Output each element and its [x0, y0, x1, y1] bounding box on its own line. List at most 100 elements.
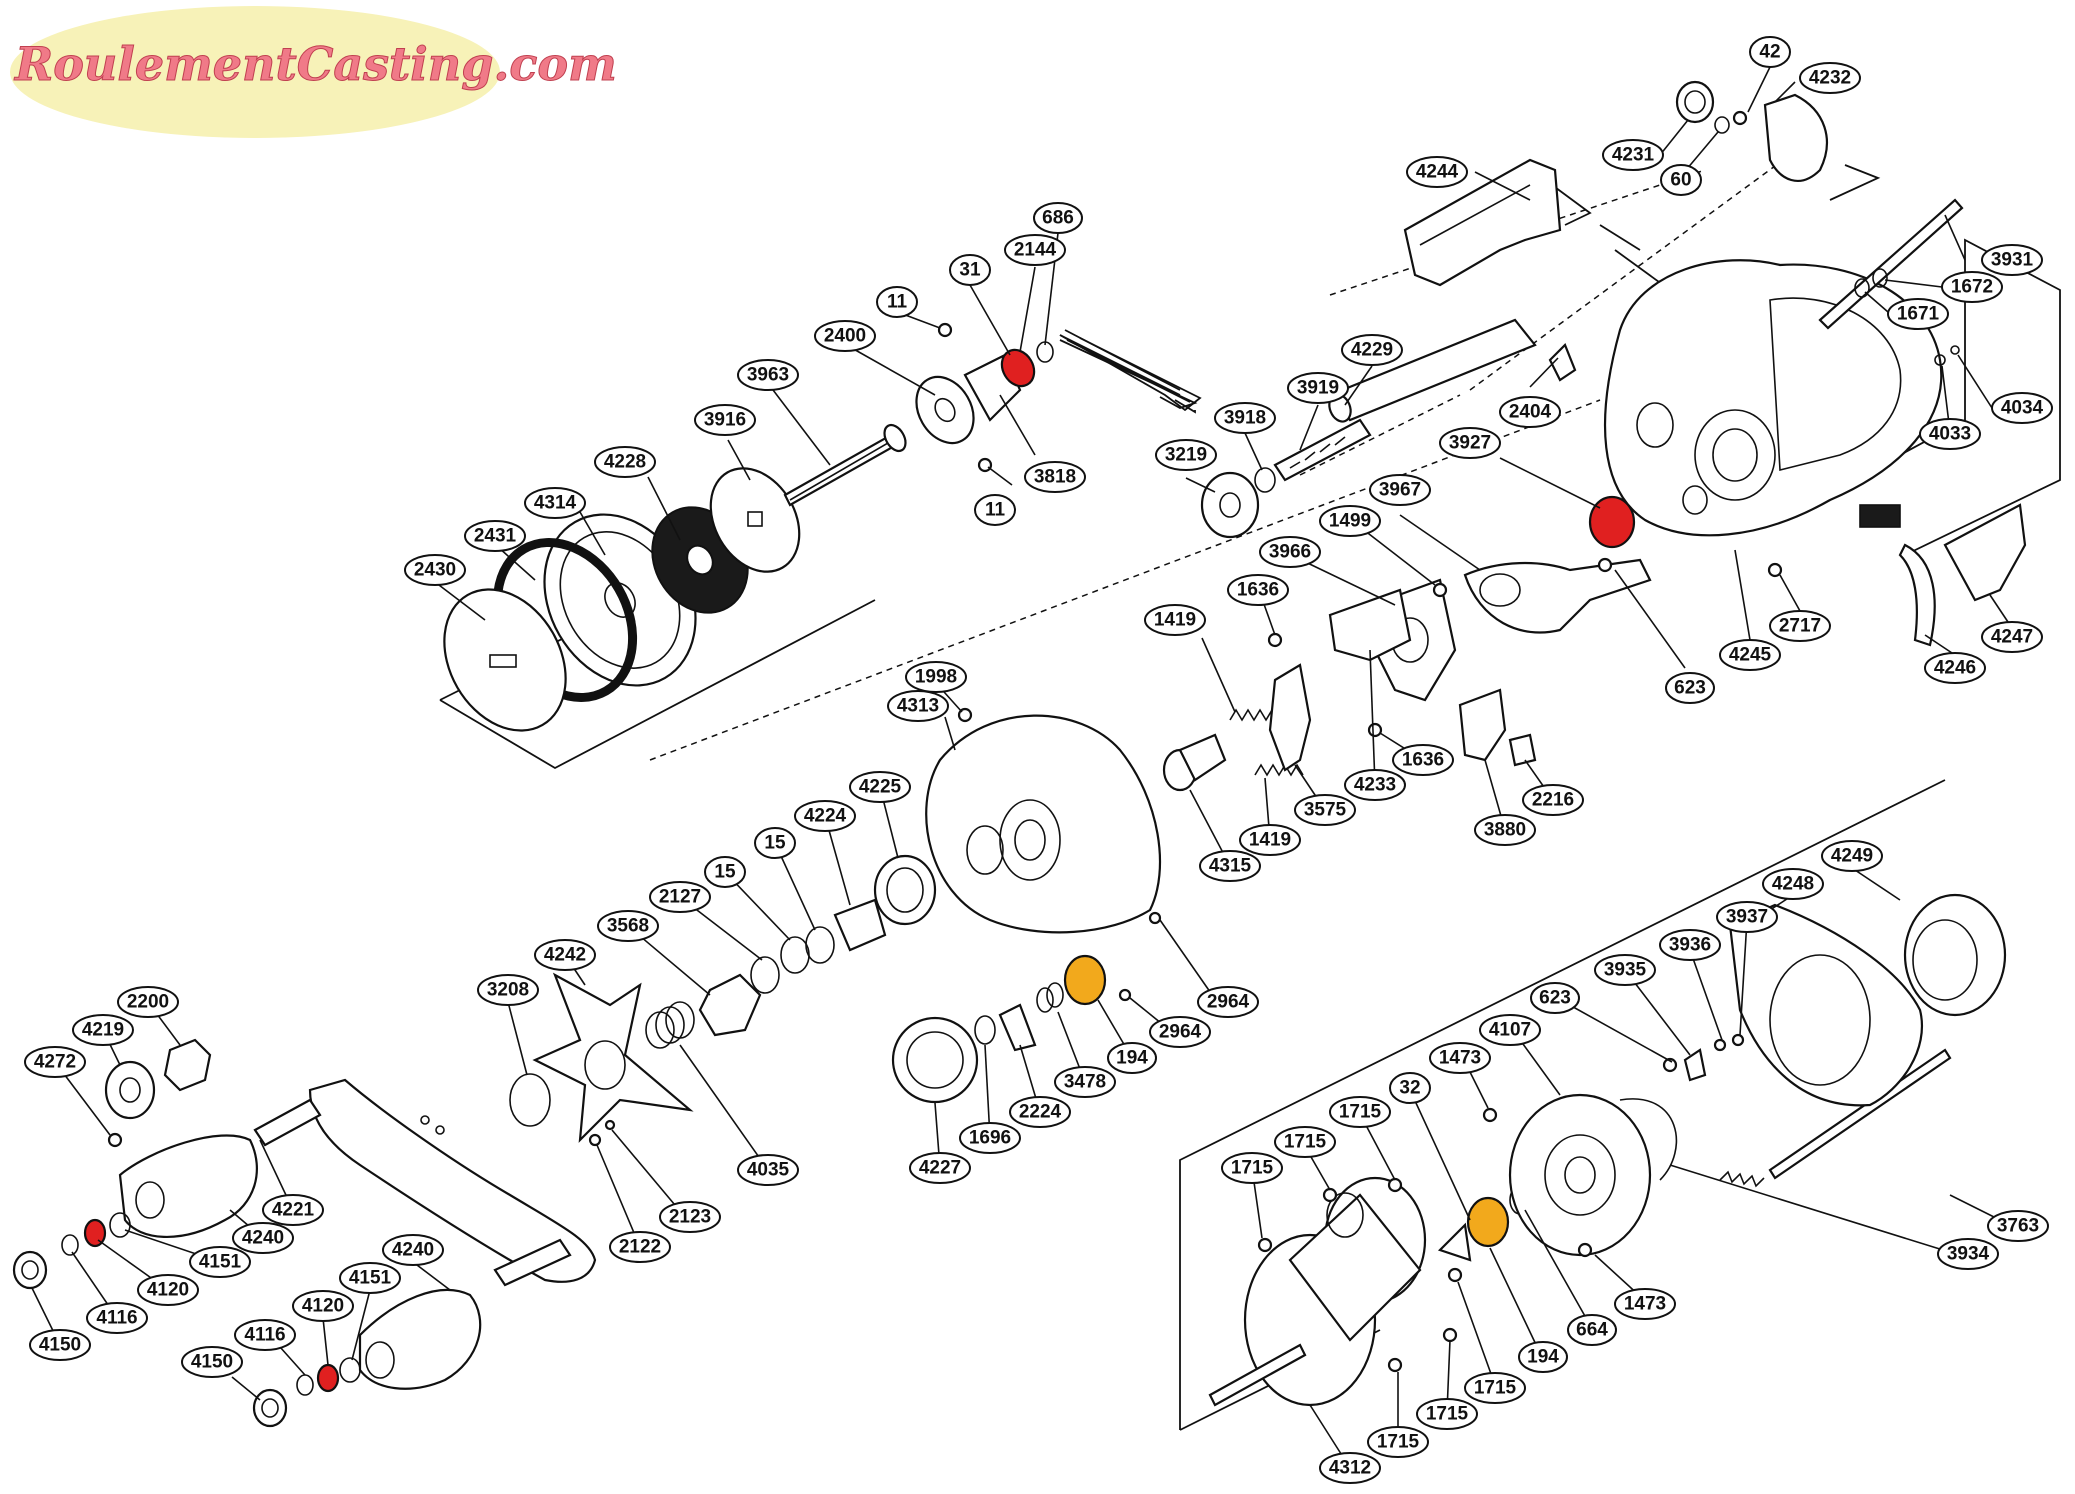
label-3967: 3967	[1369, 474, 1431, 506]
svg-text:3936: 3936	[1669, 935, 1711, 956]
part-3880	[1458, 688, 1507, 762]
svg-text:4150: 4150	[191, 1352, 233, 1373]
label-1696: 1696	[959, 1122, 1021, 1154]
label-2122: 2122	[609, 1231, 671, 1263]
sideplate-4244	[1403, 158, 1562, 287]
screw-1636a	[1267, 632, 1283, 648]
label-4227: 4227	[909, 1152, 971, 1184]
label-3919: 3919	[1287, 372, 1349, 404]
bushing-4225	[873, 854, 937, 926]
svg-text:1419: 1419	[1249, 830, 1291, 851]
label-4151-upper: 4151	[189, 1246, 251, 1278]
label-4034: 4034	[1991, 392, 2053, 424]
svg-text:4035: 4035	[747, 1160, 790, 1181]
label-2964-upper: 2964	[1197, 986, 1259, 1018]
svg-text:4313: 4313	[897, 696, 939, 717]
screw-4272	[107, 1132, 123, 1148]
svg-text:4240: 4240	[242, 1228, 284, 1249]
svg-text:1715: 1715	[1339, 1102, 1382, 1123]
svg-text:623: 623	[1539, 988, 1571, 1009]
label-4221: 4221	[262, 1194, 324, 1226]
label-4240-lower: 4240	[382, 1234, 444, 1266]
svg-text:4242: 4242	[544, 945, 586, 966]
clutch-plate-3967	[1463, 558, 1652, 634]
label-15-upper: 15	[754, 827, 796, 859]
svg-text:686: 686	[1042, 208, 1074, 229]
screw-1473b	[1577, 1242, 1593, 1258]
label-4151-lower: 4151	[339, 1262, 401, 1294]
svg-text:4120: 4120	[147, 1280, 189, 1301]
svg-text:4248: 4248	[1772, 874, 1814, 895]
pinion-3219	[1200, 471, 1260, 539]
label-4033: 4033	[1919, 418, 1981, 450]
svg-text:3478: 3478	[1064, 1072, 1106, 1093]
cap-4150b	[252, 1388, 288, 1428]
svg-text:2200: 2200	[127, 992, 169, 1013]
screw-2964b	[1148, 911, 1162, 925]
lever-4246	[1898, 543, 1936, 647]
frame-4245	[1603, 259, 1943, 537]
svg-text:4219: 4219	[82, 1020, 124, 1041]
label-4272: 4272	[24, 1046, 86, 1078]
svg-text:2122: 2122	[619, 1237, 661, 1258]
bearing-3927	[1588, 495, 1636, 549]
pin-1715a	[1257, 1237, 1273, 1253]
svg-text:11: 11	[985, 500, 1006, 521]
ring-4034	[1950, 345, 1960, 355]
svg-text:4151: 4151	[199, 1252, 242, 1273]
screw-623a	[1597, 557, 1613, 573]
svg-text:4246: 4246	[1934, 658, 1976, 679]
washer-4151a	[109, 1212, 131, 1238]
bearing-4120a	[83, 1218, 107, 1248]
label-3478: 3478	[1054, 1066, 1116, 1098]
label-32: 32	[1389, 1072, 1431, 1104]
cap-4150a	[12, 1250, 48, 1290]
yoke-3575	[1268, 663, 1312, 772]
pawl-2404	[1548, 343, 1577, 382]
label-4244: 4244	[1406, 156, 1468, 188]
label-4120-lower: 4120	[292, 1290, 354, 1322]
svg-text:3918: 3918	[1224, 408, 1266, 429]
svg-text:4227: 4227	[919, 1158, 961, 1179]
ring-1696	[974, 1015, 996, 1045]
knob-4227	[891, 1016, 979, 1104]
svg-text:31: 31	[959, 260, 981, 281]
screw-11a	[937, 322, 953, 338]
clip-3934	[1619, 1098, 1678, 1181]
svg-text:1419: 1419	[1154, 610, 1196, 631]
label-2123: 2123	[659, 1201, 721, 1233]
knob-4231	[1675, 80, 1715, 124]
washer-4116b	[296, 1374, 314, 1396]
pinion-4315	[1162, 733, 1227, 792]
washer-2127	[750, 956, 780, 994]
svg-text:3219: 3219	[1165, 445, 1207, 466]
svg-text:4151: 4151	[349, 1268, 392, 1289]
label-4228: 4228	[594, 446, 656, 478]
label-1636-top: 1636	[1227, 574, 1289, 606]
svg-text:3575: 3575	[1304, 800, 1347, 821]
label-3935: 3935	[1594, 954, 1656, 986]
label-2404: 2404	[1499, 396, 1561, 428]
washer-3208	[509, 1073, 551, 1127]
label-4246: 4246	[1924, 652, 1986, 684]
washer-3918	[1254, 467, 1276, 493]
label-3818: 3818	[1024, 461, 1086, 493]
screw-623b	[1662, 1057, 1678, 1073]
plate-2430	[443, 588, 567, 732]
svg-text:2431: 2431	[474, 526, 517, 547]
label-3934: 3934	[1937, 1238, 1999, 1270]
shaft-left	[253, 1098, 322, 1147]
svg-text:3935: 3935	[1604, 960, 1647, 981]
spring-1419b	[1254, 763, 1304, 777]
label-1671: 1671	[1887, 298, 1949, 330]
label-2224: 2224	[1009, 1096, 1071, 1128]
svg-text:3967: 3967	[1379, 480, 1421, 501]
label-4219: 4219	[72, 1014, 134, 1046]
svg-text:3934: 3934	[1947, 1244, 1990, 1265]
bearing-194b	[1466, 1196, 1510, 1248]
svg-text:194: 194	[1116, 1048, 1148, 1069]
svg-text:1715: 1715	[1474, 1378, 1517, 1399]
label-2216: 2216	[1522, 784, 1584, 816]
nut-2200	[163, 1038, 212, 1092]
svg-text:2216: 2216	[1532, 790, 1574, 811]
